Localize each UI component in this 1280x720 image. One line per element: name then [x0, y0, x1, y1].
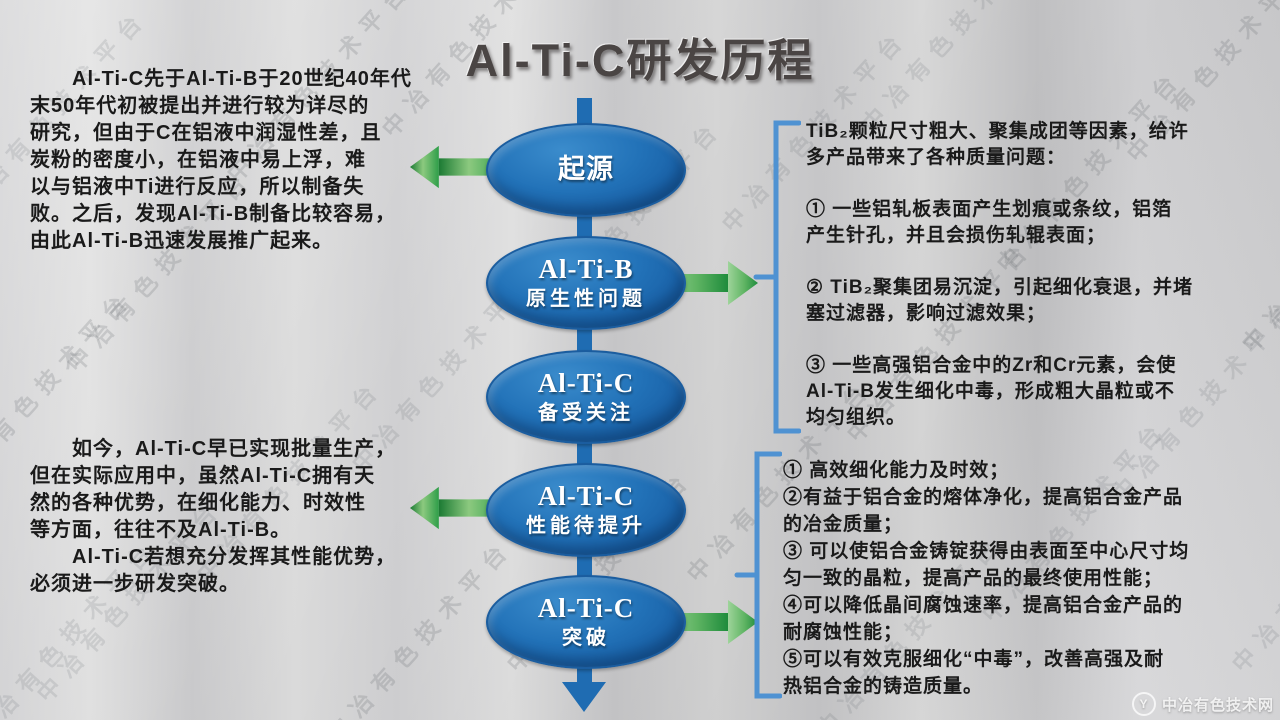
text-line: ⑤可以有效克服细化“中毒”，改善高强及耐: [783, 649, 1165, 670]
text-line: ① 一些铝轧板表面产生划痕或条纹，铝箔: [806, 199, 1173, 220]
text-line: ① 高效细化能力及时效；: [783, 460, 1010, 481]
text-line: ②有益于铝合金的熔体净化，提高铝合金产品: [783, 487, 1184, 508]
text-line: 然的各种优势，在细化能力、时效性: [30, 492, 366, 514]
text-line: [806, 171, 1256, 197]
text-line: Al-Ti-C若想充分发挥其性能优势，: [30, 546, 397, 568]
page-title: Al-Ti-C研发历程: [465, 35, 815, 86]
text-line: 热铝合金的铸造质量。: [783, 676, 984, 697]
text-line: 塞过滤器，影响过滤效果；: [806, 303, 1047, 324]
flow-node-altic-needs-improvement: Al-Ti-C 性能待提升: [486, 463, 686, 557]
status-paragraph: 如今，Al-Ti-C早已实现批量生产， 但在实际应用中，虽然Al-Ti-C拥有天…: [30, 436, 436, 598]
text-line: ② TiB₂聚集团易沉淀，引起细化衰退，并堵: [806, 277, 1194, 298]
text-line: [806, 327, 1256, 353]
advantages-paragraph: ① 高效细化能力及时效； ②有益于铝合金的熔体净化，提高铝合金产品 的冶金质量；…: [783, 457, 1263, 700]
flow-node-altic-attention: Al-Ti-C 备受关注: [486, 350, 686, 444]
flow-node-altib-problem: Al-Ti-B 原生性问题: [486, 236, 686, 330]
text-line: 多产品带来了各种质量问题：: [806, 147, 1067, 168]
node-sublabel: 备受关注: [538, 401, 634, 424]
text-line: TiB₂颗粒尺寸粗大、聚集成团等因素，给许: [806, 121, 1189, 142]
text-line: ③ 一些高强铝合金中的Zr和Cr元素，会使: [806, 355, 1177, 376]
node-label: 起源: [558, 154, 614, 185]
node-label: Al-Ti-C: [537, 368, 635, 399]
text-line: 匀一致的晶粒，提高产品的最终使用性能；: [783, 568, 1164, 589]
text-line: [806, 249, 1256, 275]
node-sublabel: 性能待提升: [526, 514, 646, 537]
text-line: 炭粉的密度小，在铝液中易上浮，难: [30, 149, 366, 171]
flow-node-altic-breakthrough: Al-Ti-C 突破: [486, 575, 686, 669]
text-line: 以与铝液中Ti进行反应，所以制备失: [30, 176, 365, 198]
problems-paragraph: TiB₂颗粒尺寸粗大、聚集成团等因素，给许 多产品带来了各种质量问题： ① 一些…: [806, 119, 1256, 431]
node-sublabel: 原生性问题: [526, 287, 646, 310]
brace-icon: [753, 120, 801, 434]
text-line: ④可以降低晶间腐蚀速率，提高铝合金产品的: [783, 595, 1184, 616]
text-line: 耐腐蚀性能；: [783, 622, 904, 643]
flow-node-origin: 起源: [486, 123, 686, 217]
text-line: 但在实际应用中，虽然Al-Ti-C拥有天: [30, 465, 376, 487]
text-line: 的冶金质量；: [783, 514, 904, 535]
text-line: 必须进一步研发突破。: [30, 573, 240, 595]
text-line: 研究，但由于C在铝液中润湿性差，且: [30, 122, 382, 144]
text-line: ③ 可以使铝合金铸锭获得由表面至中心尺寸均: [783, 541, 1190, 562]
text-line: 由此Al-Ti-B迅速发展推广起来。: [30, 230, 334, 252]
text-line: 均匀组织。: [806, 407, 907, 428]
intro-paragraph: Al-Ti-C先于Al-Ti-B于20世纪40年代 末50年代初被提出并进行较为…: [30, 66, 436, 255]
text-line: 末50年代初被提出并进行较为详尽的: [30, 95, 370, 117]
text-line: 败。之后，发现Al-Ti-B制备比较容易，: [30, 203, 397, 225]
logo-icon: Y: [1131, 692, 1156, 716]
text-line: 如今，Al-Ti-C早已实现批量生产，: [30, 438, 397, 460]
node-label: Al-Ti-B: [538, 254, 634, 285]
node-label: Al-Ti-C: [537, 481, 635, 512]
brace-icon: [734, 451, 782, 699]
logo-label: 中冶有色技术网: [1161, 696, 1274, 714]
text-line: 产生针孔，并且会损伤轧辊表面；: [806, 225, 1107, 246]
text-line: Al-Ti-B发生细化中毒，形成粗大晶粒或不: [806, 381, 1175, 402]
text-line: Al-Ti-C先于Al-Ti-B于20世纪40年代: [30, 68, 412, 90]
node-label: Al-Ti-C: [537, 593, 635, 624]
node-sublabel: 突破: [562, 626, 610, 649]
text-line: 等方面，往往不及Al-Ti-B。: [30, 519, 292, 541]
platform-logo: Y 中冶有色技术网: [1131, 692, 1274, 716]
